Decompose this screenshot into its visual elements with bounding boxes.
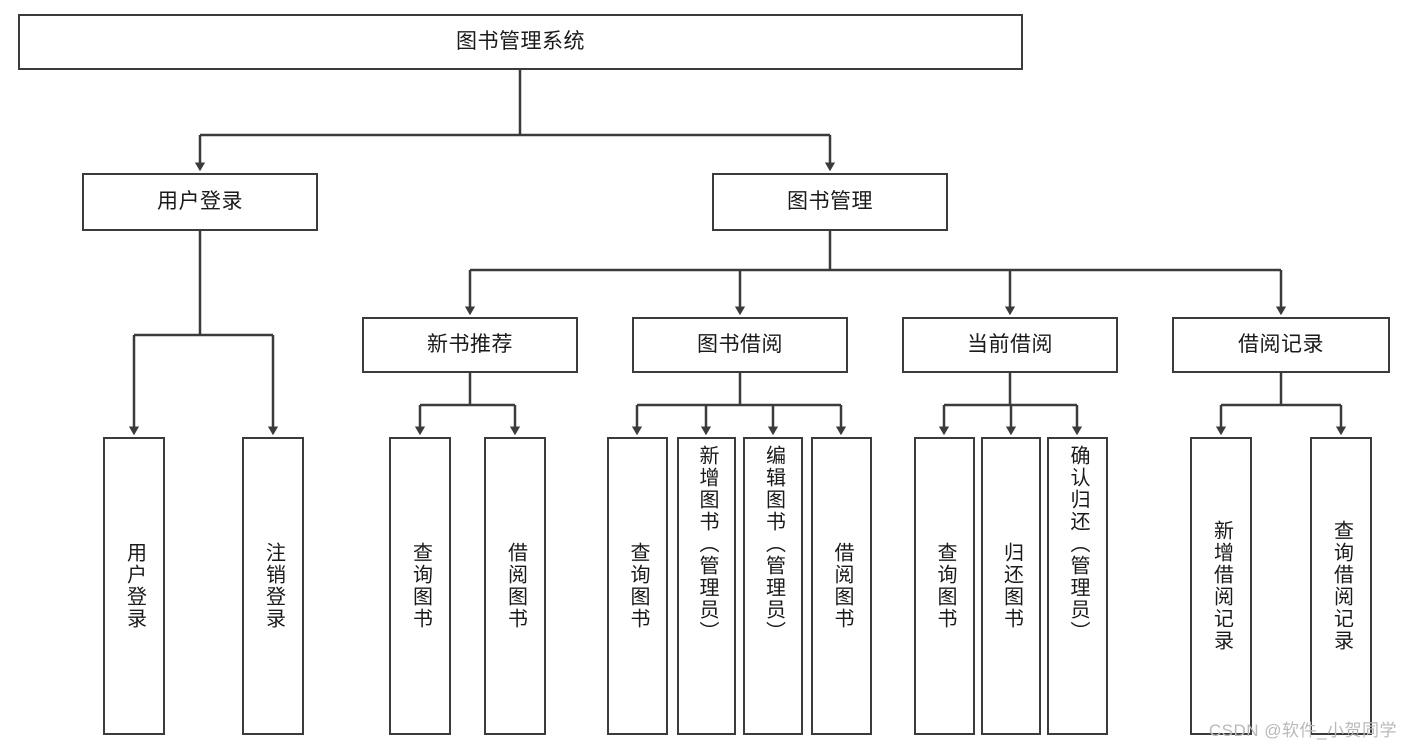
node-leaf-query-book-current[interactable]: 查询图书 [914, 437, 975, 735]
node-leaf-borrow-book-recommend[interactable]: 借阅图书 [484, 437, 546, 735]
watermark-text: CSDN @软件_小贺同学 [1208, 721, 1397, 740]
node-book-management[interactable]: 图书管理 [712, 173, 948, 231]
node-current-borrow[interactable]: 当前借阅 [902, 317, 1118, 373]
node-leaf-user-login[interactable]: 用户登录 [103, 437, 165, 735]
node-leaf-query-book-recommend[interactable]: 查询图书 [389, 437, 451, 735]
node-borrow-record[interactable]: 借阅记录 [1172, 317, 1390, 373]
node-new-book-recommend[interactable]: 新书推荐 [362, 317, 578, 373]
node-leaf-borrow-book[interactable]: 借阅图书 [811, 437, 872, 735]
node-leaf-add-borrow-record[interactable]: 新增借阅记录 [1190, 437, 1252, 735]
node-leaf-query-book-borrow[interactable]: 查询图书 [607, 437, 668, 735]
node-book-borrow[interactable]: 图书借阅 [632, 317, 848, 373]
node-leaf-edit-book-admin[interactable]: 编辑图书（管理员） [743, 437, 803, 735]
node-leaf-confirm-return-admin[interactable]: 确认归还（管理员） [1047, 437, 1108, 735]
node-leaf-query-borrow-record[interactable]: 查询借阅记录 [1310, 437, 1372, 735]
node-leaf-user-logout[interactable]: 注销登录 [242, 437, 304, 735]
node-leaf-return-book[interactable]: 归还图书 [981, 437, 1041, 735]
node-root-system[interactable]: 图书管理系统 [18, 14, 1023, 70]
node-user-login[interactable]: 用户登录 [82, 173, 318, 231]
node-leaf-add-book-admin[interactable]: 新增图书（管理员） [677, 437, 736, 735]
